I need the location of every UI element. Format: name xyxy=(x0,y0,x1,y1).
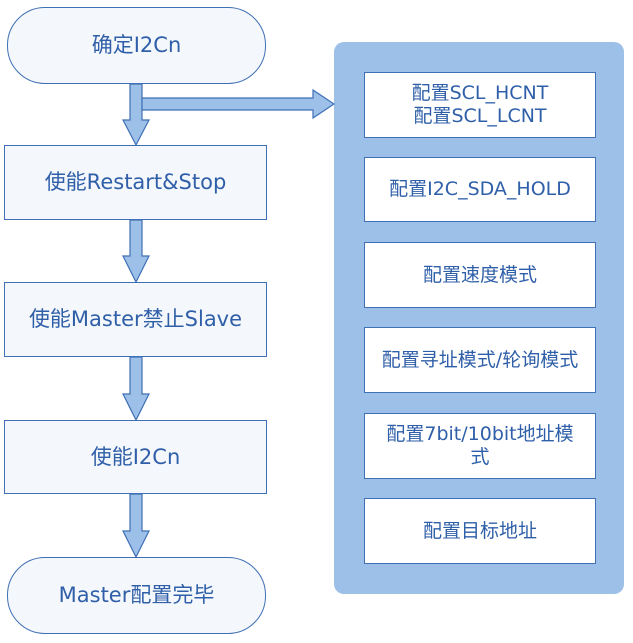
config-item-target-address: 配置目标地址 xyxy=(364,498,596,564)
flow-step-enable-i2cn: 使能I2Cn xyxy=(4,420,267,494)
config-item-label: 配置寻址模式/轮询模式 xyxy=(381,348,579,371)
config-item-label: 配置SCL_LCNT xyxy=(413,105,547,127)
config-item-label: 配置速度模式 xyxy=(422,263,537,286)
flow-step-enable-master: 使能Master禁止Slave xyxy=(4,282,267,357)
config-item-addressing-polling-mode: 配置寻址模式/轮询模式 xyxy=(364,327,596,393)
config-item-scl-cnt: 配置SCL_HCNT 配置SCL_LCNT xyxy=(364,72,596,138)
flow-step-determine-i2cn: 确定I2Cn xyxy=(7,7,266,84)
config-item-label: 配置SCL_HCNT xyxy=(411,82,549,105)
config-item-label: 配置目标地址 xyxy=(422,519,537,542)
flow-step-label: 使能Master禁止Slave xyxy=(28,307,243,332)
config-item-speed-mode: 配置速度模式 xyxy=(364,242,596,308)
arrow-step1-to-step2 xyxy=(122,83,150,147)
arrow-step4-to-step5 xyxy=(122,493,150,559)
arrow-step2-to-step3 xyxy=(122,219,150,284)
config-item-label: 配置7bit/10bit地址模式 xyxy=(386,423,574,468)
flow-step-label: Master配置完毕 xyxy=(58,583,215,608)
config-item-address-bit-mode: 配置7bit/10bit地址模式 xyxy=(364,413,596,479)
config-item-label: 配置I2C_SDA_HOLD xyxy=(389,178,571,201)
flow-step-master-config-done: Master配置完毕 xyxy=(7,557,266,634)
config-item-sda-hold: 配置I2C_SDA_HOLD xyxy=(364,157,596,222)
arrow-to-config-panel xyxy=(141,88,336,120)
flow-step-label: 确定I2Cn xyxy=(91,33,182,58)
flow-step-label: 使能Restart&Stop xyxy=(44,170,227,195)
flow-step-label: 使能I2Cn xyxy=(90,444,181,469)
arrow-step3-to-step4 xyxy=(122,356,150,422)
flow-step-enable-restart-stop: 使能Restart&Stop xyxy=(4,145,267,220)
